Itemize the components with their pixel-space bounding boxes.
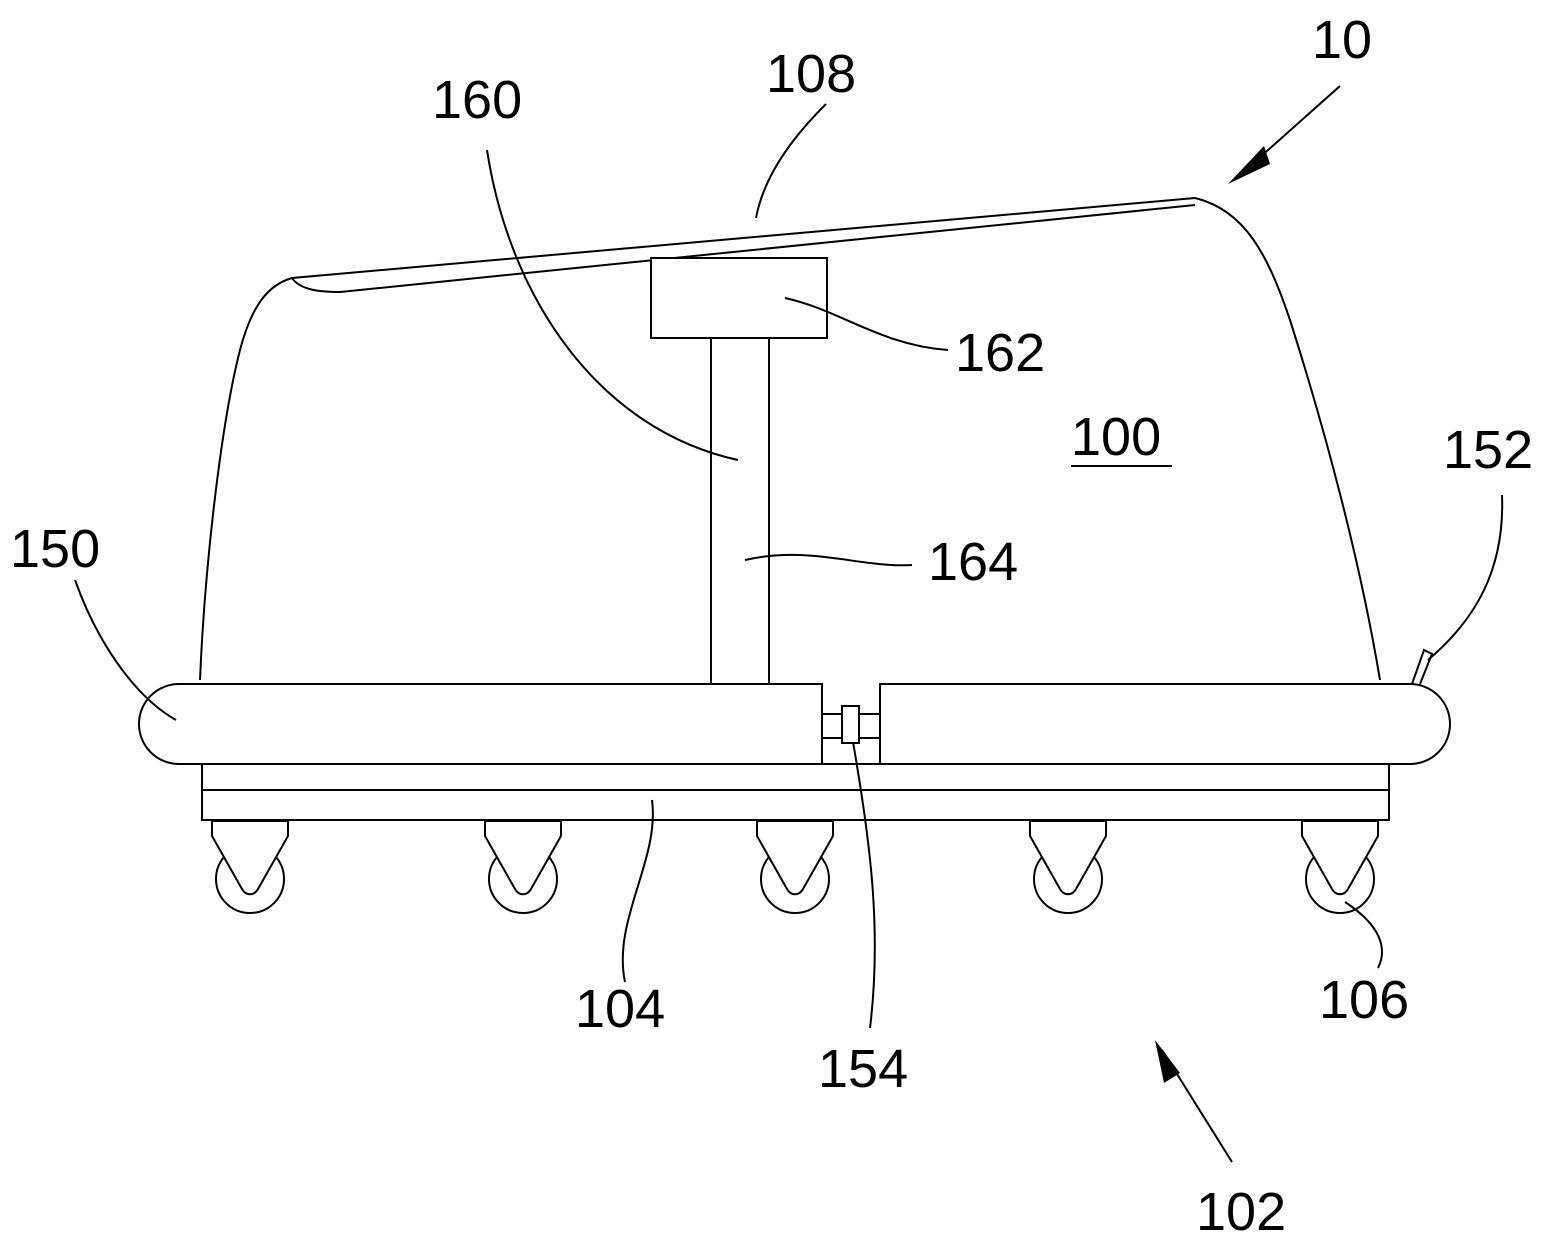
label-102: 102 xyxy=(1196,1182,1286,1242)
column-head xyxy=(650,257,828,339)
label-10: 10 xyxy=(1312,10,1372,70)
leader-line-106 xyxy=(1344,901,1383,969)
wheel xyxy=(1301,820,1379,914)
arrow-10-head xyxy=(1228,146,1270,184)
bumper-left xyxy=(138,683,823,765)
arrow-102-head xyxy=(1155,1040,1180,1083)
label-108: 108 xyxy=(766,44,856,104)
leader-line-150 xyxy=(74,579,177,721)
base-plate xyxy=(201,789,1390,821)
wheel xyxy=(211,820,289,914)
wheel xyxy=(484,820,562,914)
body-shell-outline xyxy=(199,196,1381,681)
leader-line-152 xyxy=(1427,494,1504,661)
leader-line-154 xyxy=(852,741,876,1029)
column-post xyxy=(710,337,770,685)
label-154: 154 xyxy=(818,1039,908,1099)
top-panel-lower-edge xyxy=(291,204,1196,294)
leader-line-160 xyxy=(486,149,739,461)
base-plate-upper xyxy=(201,763,1390,791)
label-150: 150 xyxy=(10,519,100,579)
leader-line-162 xyxy=(784,297,949,351)
label-162: 162 xyxy=(955,323,1045,383)
bumper-right-tip xyxy=(1411,648,1434,685)
bumper-right xyxy=(879,683,1451,765)
label-100: 100 xyxy=(1071,407,1161,467)
leader-line-104 xyxy=(621,799,654,983)
label-104: 104 xyxy=(575,979,665,1039)
wheel xyxy=(756,820,834,914)
label-152: 152 xyxy=(1443,420,1533,480)
label-160: 160 xyxy=(432,70,522,130)
label-106: 106 xyxy=(1319,970,1409,1030)
wheel xyxy=(1029,820,1107,914)
bumper-joint xyxy=(841,705,860,744)
leader-line-108 xyxy=(755,103,827,219)
label-164: 164 xyxy=(928,532,1018,592)
leader-line-164 xyxy=(744,553,913,567)
